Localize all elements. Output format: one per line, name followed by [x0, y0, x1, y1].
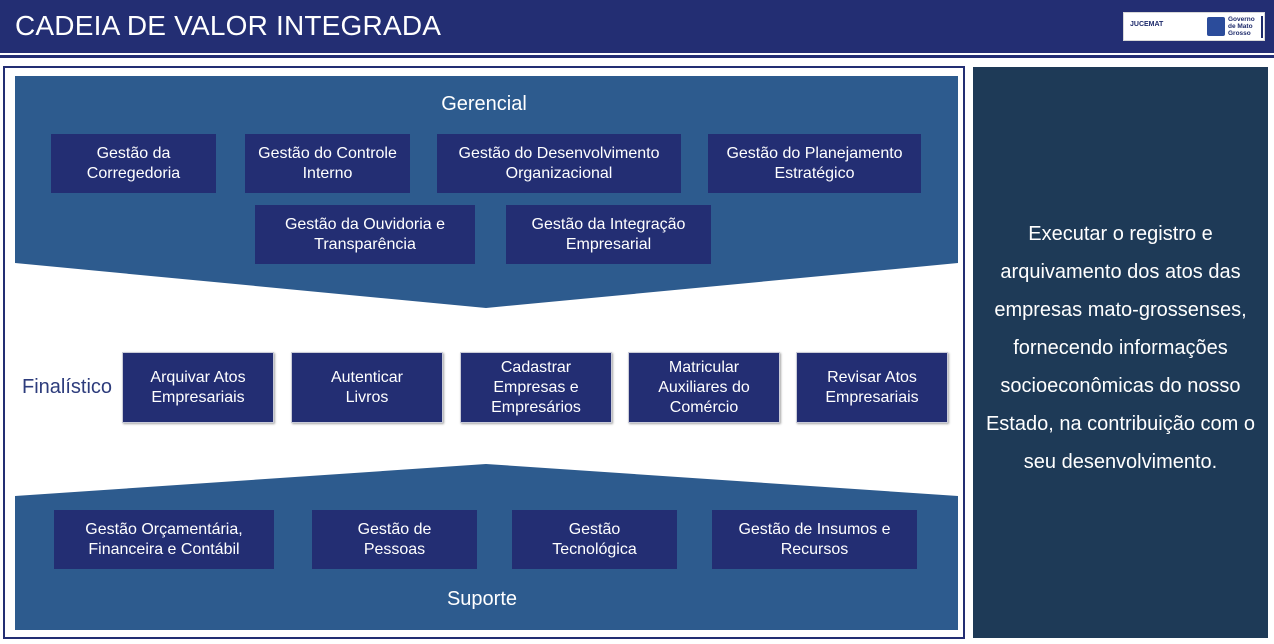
gerencial-item-desenvolvimento: Gestão do Desenvolvimento Organizacional: [437, 134, 681, 193]
finalistico-item-arquivar: Arquivar Atos Empresariais: [122, 352, 274, 423]
finalistico-title: Finalístico: [22, 376, 113, 398]
suporte-title: Suporte: [446, 588, 518, 610]
page-title: CADEIA DE VALOR INTEGRADA: [15, 10, 442, 41]
mission-statement: Executar o registro e arquivamento dos a…: [985, 223, 1256, 473]
finalistico-item-autenticar: Autenticar Livros: [291, 352, 443, 423]
header-underline: [0, 55, 1274, 58]
gerencial-item-controle-interno: Gestão do Controle Interno: [245, 134, 410, 193]
finalistico-item-cadastrar: Cadastrar Empresas e Empresários: [460, 352, 612, 423]
gerencial-item-integracao: Gestão da Integração Empresarial: [506, 205, 711, 264]
suporte-band: [15, 464, 958, 630]
suporte-item-orcamentaria: Gestão Orçamentária, Financeira e Contáb…: [54, 510, 274, 569]
header-bar: CADEIA DE VALOR INTEGRADA JUCEMAT Govern…: [0, 0, 1274, 53]
value-chain-frame: [3, 66, 965, 639]
gerencial-title: Gerencial: [441, 93, 527, 115]
logo-divider: [1261, 16, 1263, 38]
suporte-item-pessoas: Gestão de Pessoas: [312, 510, 477, 569]
gerencial-item-planejamento: Gestão do Planejamento Estratégico: [708, 134, 921, 193]
mission-panel: Executar o registro e arquivamento dos a…: [973, 67, 1268, 638]
gerencial-item-corregedoria: Gestão da Corregedoria: [51, 134, 216, 193]
logo-text-jucemat: JUCEMAT: [1130, 21, 1164, 28]
gerencial-item-ouvidoria: Gestão da Ouvidoria e Transparência: [255, 205, 475, 264]
suporte-item-tecnologica: Gestão Tecnológica: [512, 510, 677, 569]
logo-text-governo: Governo de Mato Grosso: [1228, 16, 1255, 37]
government-logo: JUCEMAT Governo de Mato Grosso: [1123, 12, 1265, 41]
finalistico-item-revisar: Revisar Atos Empresariais: [796, 352, 948, 423]
suporte-item-insumos: Gestão de Insumos e Recursos: [712, 510, 917, 569]
state-emblem-icon: [1207, 17, 1225, 36]
finalistico-item-matricular: Matricular Auxiliares do Comércio: [628, 352, 780, 423]
